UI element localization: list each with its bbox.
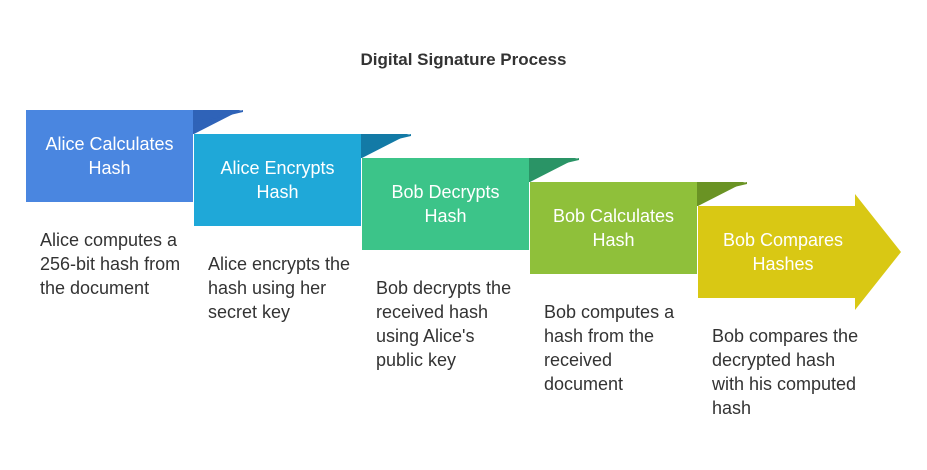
step-1-description: Alice computes a 256-bit hash from the d… — [40, 230, 181, 298]
step-3-label: Bob Decrypts Hash — [391, 182, 500, 226]
step-2-fold — [361, 134, 409, 158]
step-3-fold — [529, 158, 577, 182]
step-3-description: Bob decrypts the received hash using Ali… — [376, 278, 512, 370]
step-2-box — [194, 134, 361, 226]
step-5-label: Bob Compares Hashes — [722, 230, 844, 274]
step-1-box — [26, 110, 193, 202]
step-4-label: Bob Calculates Hash — [552, 206, 675, 250]
step-2-description: Alice encrypts the hash using her secret… — [208, 254, 351, 322]
step-4-box — [530, 182, 697, 274]
step-5-description: Bob compares the decrypted hash with his… — [712, 326, 859, 418]
step-4-fold — [697, 182, 745, 206]
step-3-box — [362, 158, 529, 250]
diagram-title: Digital Signature Process — [360, 50, 567, 69]
step-2-label: Alice Encrypts Hash — [220, 158, 335, 202]
step-1-label: Alice Calculates Hash — [45, 134, 174, 178]
step-5-box — [698, 194, 901, 310]
step-4-description: Bob computes a hash from the received do… — [544, 302, 675, 394]
step-1-fold — [193, 110, 241, 134]
